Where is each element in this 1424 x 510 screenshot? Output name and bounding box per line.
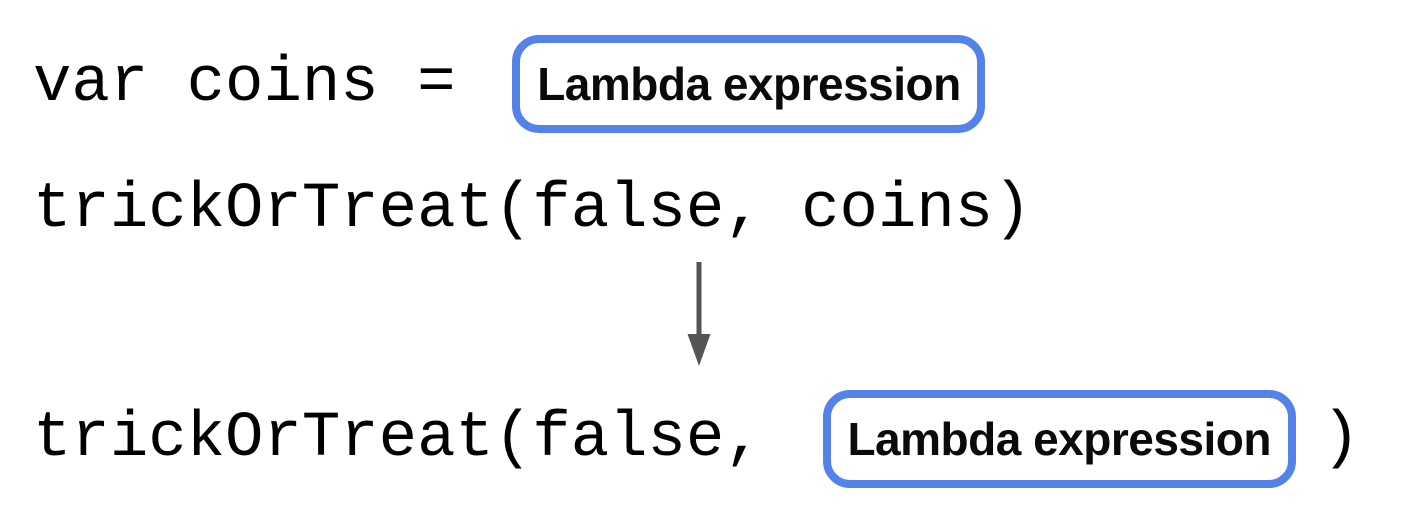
lambda-expression-pill-substituted: Lambda expression [822,390,1296,488]
result-line: trickOrTreat(false, Lambda expression ) [33,390,1360,488]
code-closing-paren: ) [1321,403,1361,475]
assignment-line: var coins = Lambda expression [33,35,986,133]
code-trickortreat-open: trickOrTreat(false, [33,403,763,475]
lambda-expression-pill-assignment: Lambda expression [512,35,986,133]
lambda-expression-pill-label: Lambda expression [537,58,961,110]
call-line: trickOrTreat(false, coins) [33,161,1032,259]
code-trickortreat-call: trickOrTreat(false, coins) [33,174,1032,246]
down-arrow-head [687,334,711,366]
code-var-coins-equals: var coins = [33,48,456,120]
down-arrow-icon [687,262,711,366]
down-arrow-shaft [696,262,702,338]
lambda-expression-pill-label: Lambda expression [847,413,1271,465]
